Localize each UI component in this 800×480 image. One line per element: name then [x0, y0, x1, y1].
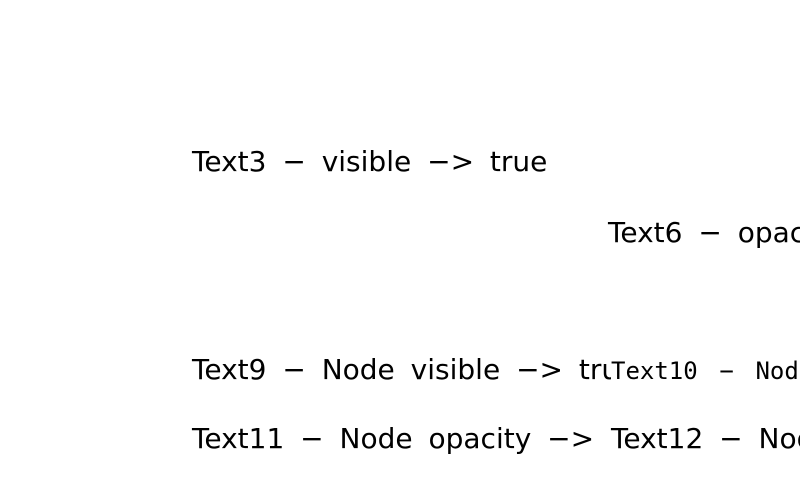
text-label-text10: Text10 − Node: [611, 359, 800, 383]
text-label-text12: Text12 − Node: [611, 425, 800, 453]
text-label-text3: Text3 − visible −> true: [192, 145, 548, 178]
text-label-text11: Text11 − Node opacity −> 0.5: [192, 422, 655, 455]
text-label-text9: Text9 − Node visible −> true: [192, 353, 637, 386]
text-label-text6: Text6 − opacity: [608, 216, 800, 249]
